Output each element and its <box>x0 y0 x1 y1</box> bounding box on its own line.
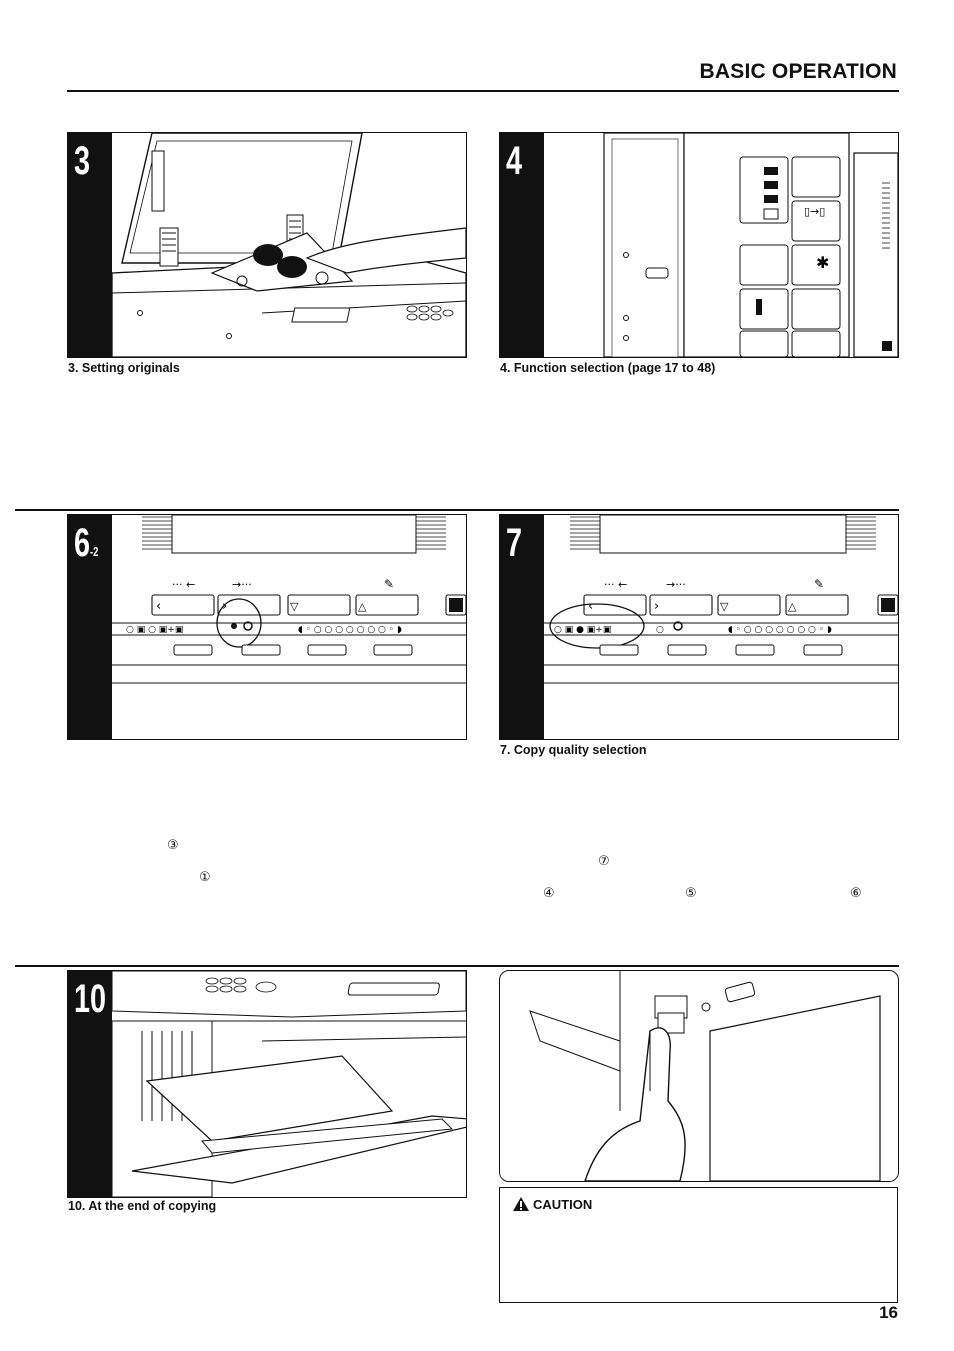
header-rule <box>67 90 899 92</box>
step-6-panel: 6-2 ··· ← →··· ✎ ‹ › ▽ △ ○ ▣ ○ ▣+▣ <box>67 514 467 740</box>
step-6-number: 6-2 <box>74 521 99 565</box>
svg-text:··· ←: ··· ← <box>604 578 627 591</box>
caution-label: CAUTION <box>533 1196 593 1212</box>
svg-text:→···: →··· <box>232 578 252 591</box>
svg-text:△: △ <box>358 600 367 613</box>
step-10-number: 10 <box>74 977 107 1021</box>
marker-7: ⑦ <box>598 854 610 869</box>
step-10-bar: 10 <box>68 971 112 1197</box>
step-4-panel: 4 ✱ ✱ ▯→▯ <box>499 132 899 358</box>
exposure-panel-illustration-6: ··· ← →··· ✎ ‹ › ▽ △ ○ ▣ ○ ▣+▣ ◖ ◦ ○ ○ ○… <box>112 515 466 684</box>
svg-text:‹: ‹ <box>588 599 593 614</box>
step-4-bar: 4 <box>500 133 544 357</box>
power-switch-illustration <box>500 971 898 1181</box>
marker-5: ⑤ <box>685 886 697 901</box>
step-4-number: 4 <box>506 139 523 183</box>
step-7-panel: 7 ··· ← →··· ✎ ‹ › ▽ △ ○ ▣ ● ▣+▣ ○ ◖ <box>499 514 899 740</box>
step-7-number: 7 <box>506 521 523 565</box>
step-7-caption: 7. Copy quality selection <box>500 743 647 757</box>
step-3-panel: 3 <box>67 132 467 358</box>
step-7-bar: 7 <box>500 515 544 739</box>
svg-text:○: ○ <box>656 625 664 635</box>
step-6-bar: 6-2 <box>68 515 112 739</box>
step-6-subnumber: -2 <box>90 544 99 559</box>
marker-6: ⑥ <box>850 886 862 901</box>
step-3-number: 3 <box>74 139 91 183</box>
svg-text:→···: →··· <box>666 578 686 591</box>
svg-text:✎: ✎ <box>384 577 394 591</box>
function-panel-illustration: ✱ ✱ ▯→▯ <box>603 133 898 357</box>
caution-box: CAUTION <box>499 1187 898 1303</box>
svg-text:△: △ <box>788 600 797 613</box>
step-4-caption: 4. Function selection (page 17 to 48) <box>500 361 716 375</box>
svg-text:✎: ✎ <box>814 577 824 591</box>
svg-text:○ ▣ ● ▣+▣: ○ ▣ ● ▣+▣ <box>554 625 611 635</box>
copy-output-illustration <box>112 971 466 1197</box>
warning-triangle-icon <box>513 1197 529 1211</box>
step-3-caption: 3. Setting originals <box>68 361 180 375</box>
svg-text:›: › <box>222 599 227 614</box>
svg-text:▽: ▽ <box>290 600 299 613</box>
page-section-title: BASIC OPERATION <box>699 60 897 83</box>
step-3-bar: 3 <box>68 133 112 357</box>
svg-text:◖ ◦ ○ ○ ○ ○ ○ ○ ○ ◦ ◗: ◖ ◦ ○ ○ ○ ○ ○ ○ ○ ◦ ◗ <box>728 625 832 635</box>
svg-text:··· ←: ··· ← <box>172 578 195 591</box>
exposure-panel-illustration-7: ··· ← →··· ✎ ‹ › ▽ △ ○ ▣ ● ▣+▣ ○ ◖ ◦ ○ ○… <box>544 515 898 684</box>
svg-text:◖ ◦ ○ ○ ○ ○ ○ ○ ○ ◦ ◗: ◖ ◦ ○ ○ ○ ○ ○ ○ ○ ◦ ◗ <box>298 625 402 635</box>
section-divider-2 <box>15 965 899 967</box>
page-number: 16 <box>879 1303 898 1322</box>
section-divider-1 <box>15 509 899 511</box>
svg-text:›: › <box>654 599 659 614</box>
svg-text:‹: ‹ <box>156 599 161 614</box>
marker-1: ① <box>199 870 211 885</box>
caution-heading: CAUTION <box>512 1196 592 1212</box>
step-10-caption: 10. At the end of copying <box>68 1199 217 1213</box>
svg-text:▽: ▽ <box>720 600 729 613</box>
power-switch-panel <box>499 970 899 1182</box>
setting-originals-illustration <box>112 133 466 357</box>
svg-text:○ ▣ ○ ▣+▣: ○ ▣ ○ ▣+▣ <box>126 625 183 635</box>
svg-text:✱: ✱ <box>816 253 829 272</box>
marker-3: ③ <box>167 838 179 853</box>
step-10-panel: 10 <box>67 970 467 1198</box>
svg-text:▯→▯: ▯→▯ <box>804 205 825 218</box>
marker-4: ④ <box>543 886 555 901</box>
